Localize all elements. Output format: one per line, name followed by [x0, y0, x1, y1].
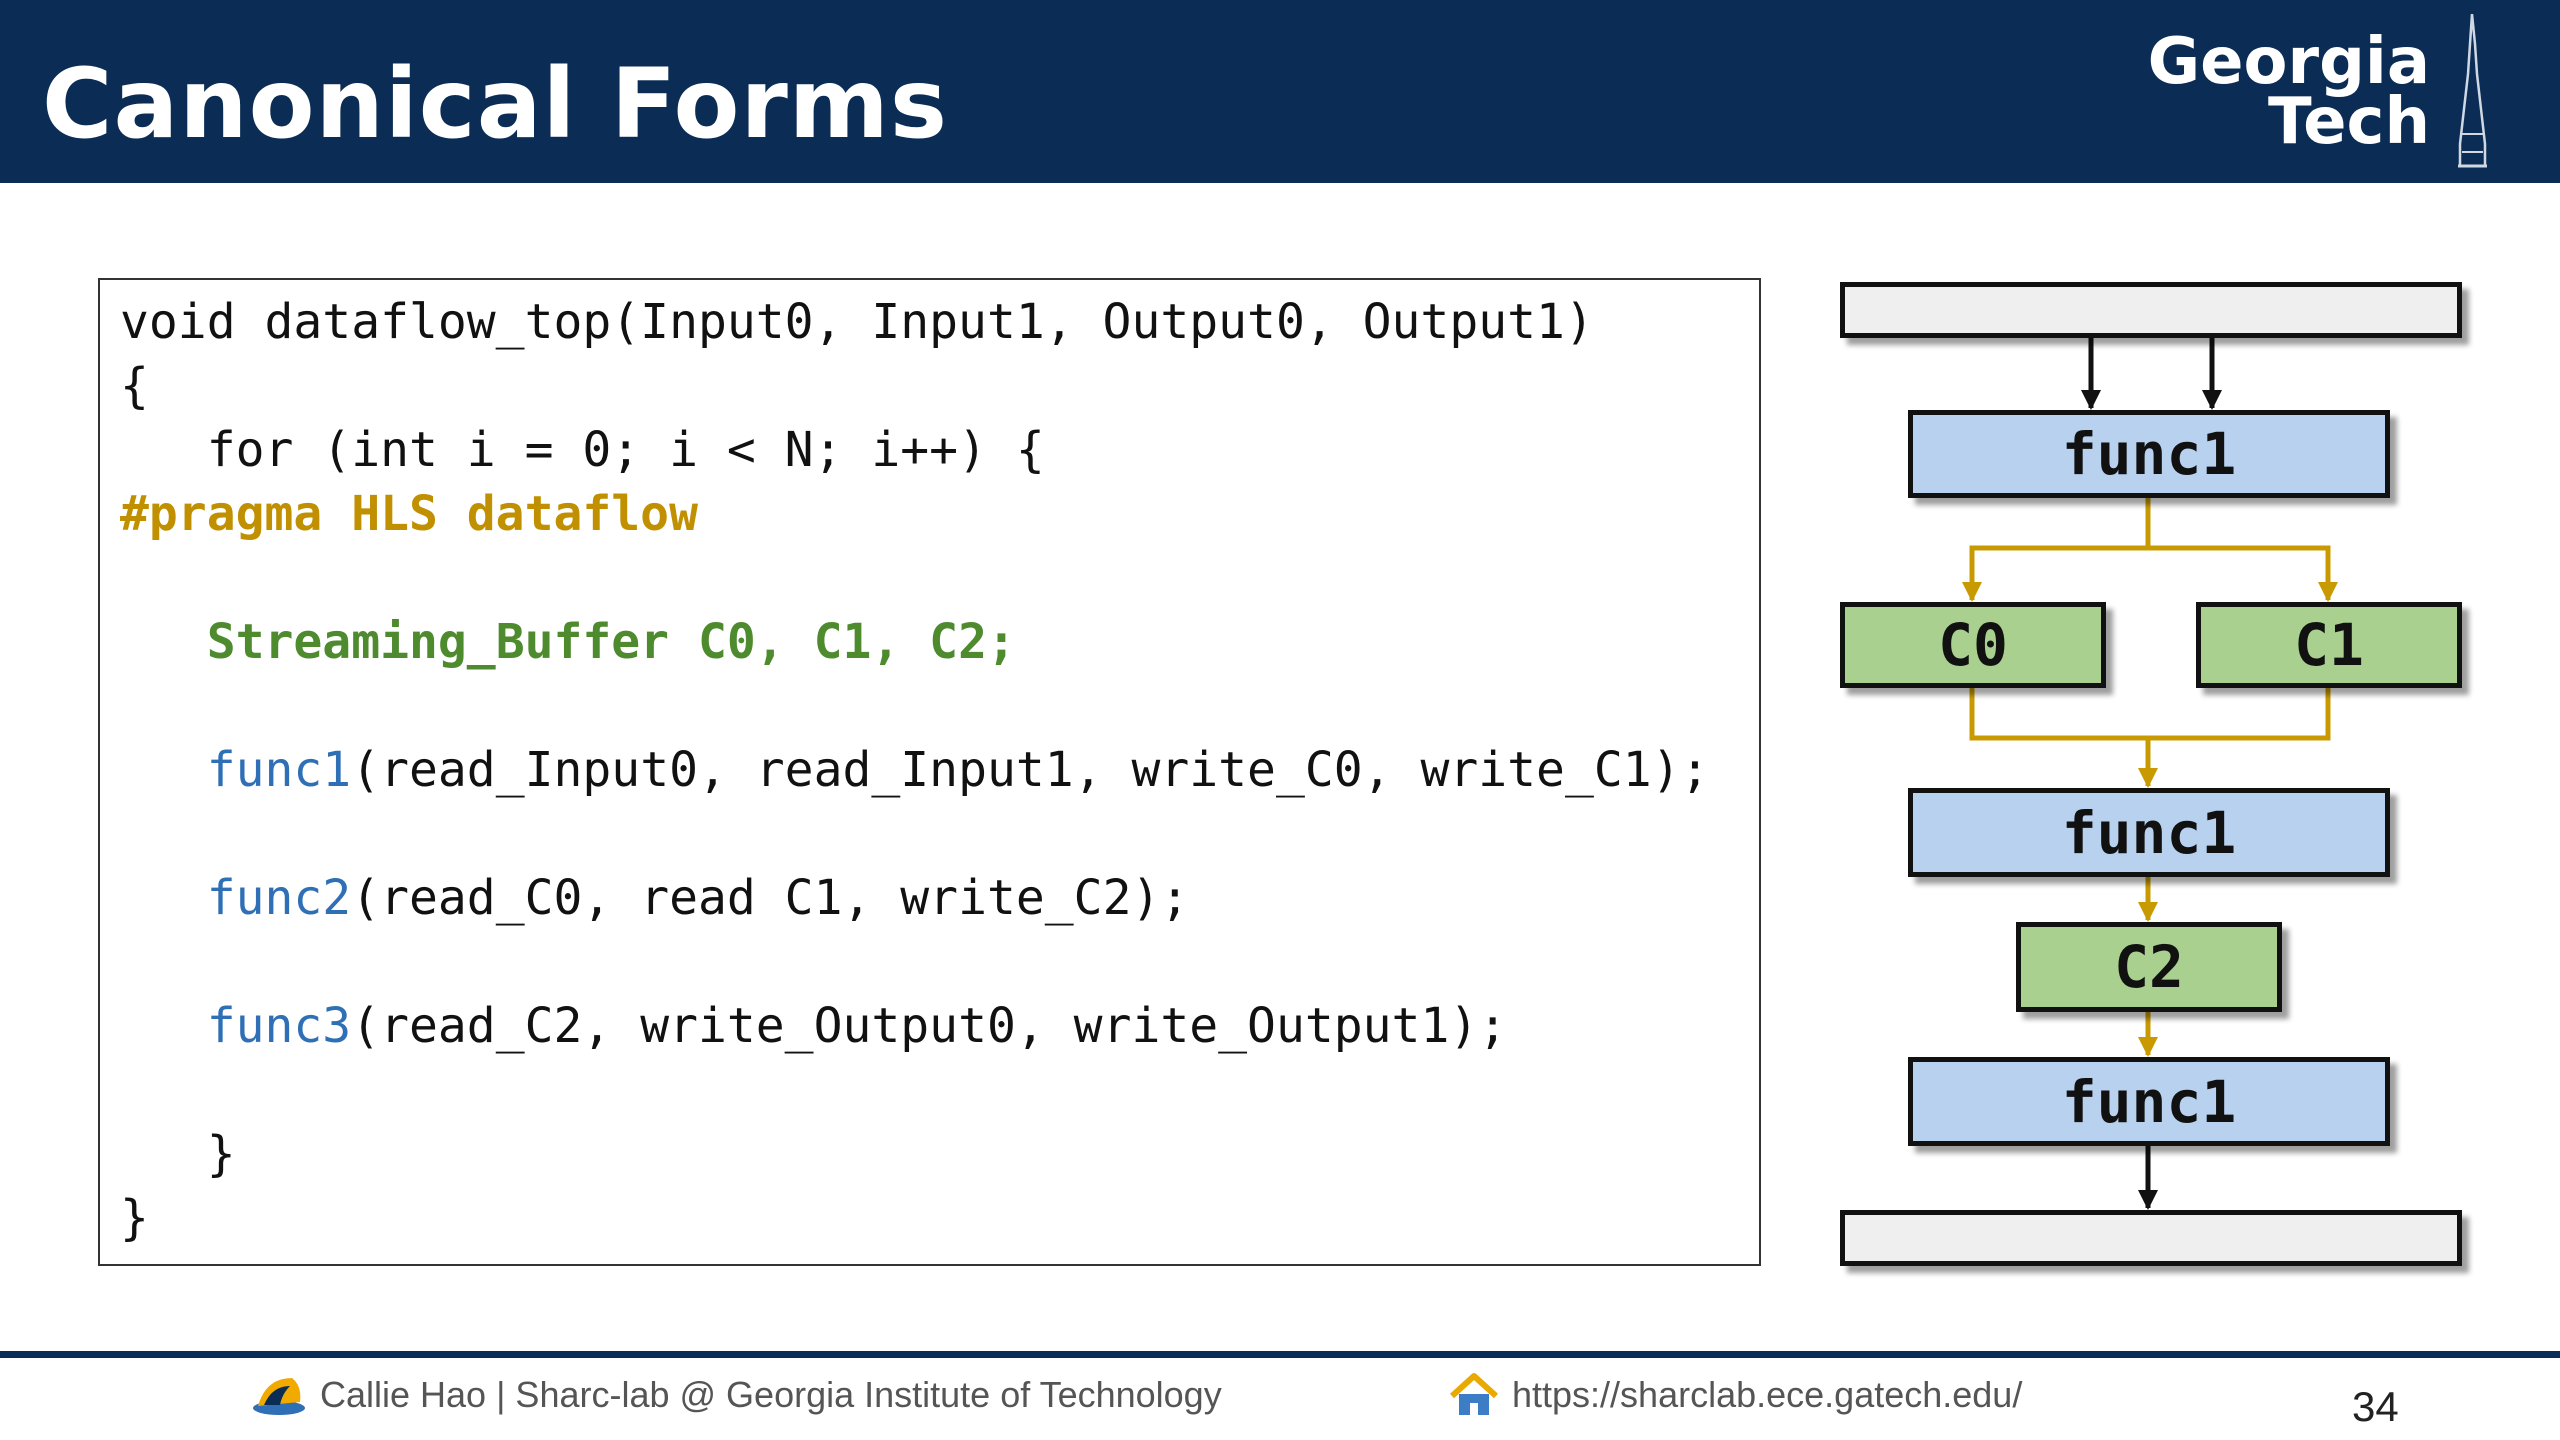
sharc-lab-logo-icon: [253, 1378, 305, 1415]
georgia-tech-logo: Georgia Tech: [2118, 14, 2498, 174]
logo-line2: Tech: [2267, 85, 2430, 159]
code-line: }: [120, 1190, 149, 1246]
pragma-directive: #pragma HLS dataflow: [120, 486, 698, 542]
func-name: func1: [206, 742, 352, 798]
c2-block: C2: [2016, 922, 2282, 1012]
func1-block: func1: [1908, 788, 2390, 877]
c1-block: C1: [2196, 602, 2462, 688]
footer-website[interactable]: https://sharclab.ece.gatech.edu/: [1448, 1365, 2022, 1425]
home-icon: [1449, 1373, 1499, 1415]
code-line-blank: [120, 546, 1709, 610]
func-name: func2: [206, 870, 352, 926]
dataflow-diagram: func1 C0 C1 func1 C2 func1: [1820, 270, 2480, 1280]
func1-block: func1: [1908, 410, 2390, 498]
arrow-channels-to-func1: [1969, 688, 2158, 788]
author-credit: Callie Hao | Sharc-lab @ Georgia Institu…: [320, 1374, 1222, 1415]
output-buffer-block: [1840, 1210, 2462, 1266]
code-line: func2(read_C0, read C1, write_C2);: [206, 870, 1190, 926]
code-line: {: [120, 358, 149, 414]
code-text: void dataflow_top(Input0, Input1, Output…: [120, 290, 1709, 1250]
code-line: func3(read_C2, write_Output0, write_Outp…: [206, 998, 1508, 1054]
input-buffer-block: [1840, 282, 2462, 338]
code-line: void dataflow_top(Input0, Input1, Output…: [120, 294, 1594, 350]
logo-line1: Georgia: [2147, 25, 2430, 99]
page-number: 34: [2352, 1383, 2399, 1430]
c0-block: C0: [1840, 602, 2106, 688]
code-line: Streaming_Buffer C0, C1, C2;: [120, 610, 1709, 674]
buffer-declaration: Streaming_Buffer C0, C1, C2;: [206, 614, 1016, 670]
code-line-blank: [120, 674, 1709, 738]
code-listing: void dataflow_top(Input0, Input1, Output…: [98, 278, 1761, 1266]
arrow-func1-to-channels: [1962, 498, 2151, 602]
logo-wordmark: Georgia Tech: [2148, 30, 2430, 159]
slide-header: Canonical Forms Georgia Tech: [0, 0, 2560, 183]
slide-title: Canonical Forms: [42, 48, 948, 160]
footer-author: Callie Hao | Sharc-lab @ Georgia Institu…: [252, 1365, 1222, 1425]
code-line: func1(read_Input0, read_Input1, write_C0…: [206, 742, 1710, 798]
code-line-blank: [120, 802, 1709, 866]
diagram-arrows: [1962, 336, 2338, 1210]
arrow-func1-to-channels: [2148, 545, 2338, 602]
code-line-blank: [120, 1058, 1709, 1122]
arrow-channels-to-func1: [2148, 688, 2331, 741]
tech-tower-icon: [2458, 14, 2487, 168]
footer-divider: [0, 1351, 2560, 1358]
code-line-blank: [120, 930, 1709, 994]
code-line: }: [120, 1126, 236, 1182]
code-line: for (int i = 0; i < N; i++) {: [120, 422, 1045, 478]
func-name: func3: [206, 998, 352, 1054]
website-link[interactable]: https://sharclab.ece.gatech.edu/: [1512, 1374, 2023, 1415]
func1-block: func1: [1908, 1057, 2390, 1146]
code-line-pragma: #pragma HLS dataflow: [120, 482, 1709, 546]
